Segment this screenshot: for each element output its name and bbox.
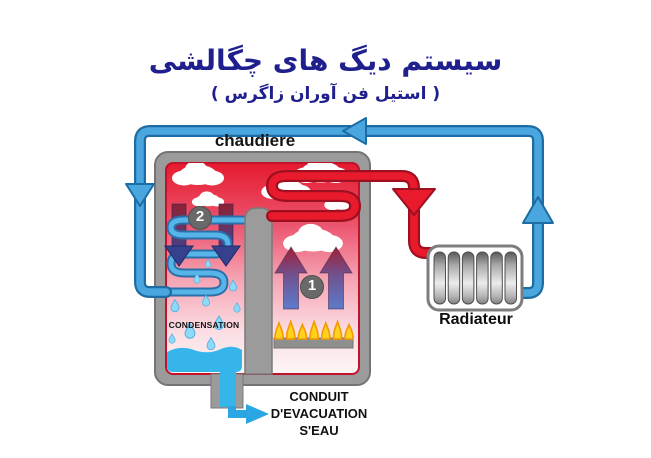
drain-label-line-2: D'EVACUATION xyxy=(270,406,368,421)
boiler-label: chaudiere xyxy=(214,131,296,150)
step-2-badge: 2 xyxy=(188,206,212,230)
title-line-2: ( استیل فن آوران زاگرس ) xyxy=(210,84,441,104)
title-line-1: سیستم دیگ های چگالشی xyxy=(148,44,503,77)
up-arrow xyxy=(522,196,554,224)
down-arrow-heads xyxy=(164,245,241,267)
cold-pipe-arrows xyxy=(125,117,554,224)
water-pool xyxy=(167,346,242,372)
hot-water-pipe xyxy=(266,170,440,259)
step-1-badge: 1 xyxy=(300,275,324,299)
radiator-body xyxy=(426,244,524,312)
radiator-label: Radiateur xyxy=(439,311,513,328)
burner xyxy=(273,320,354,349)
down-arrow xyxy=(125,183,155,207)
left-arrow xyxy=(342,117,367,145)
drain-pipe xyxy=(210,369,244,409)
condenser-coil-cold xyxy=(155,215,251,297)
radiator-fins xyxy=(433,251,517,305)
drain-label-line-1: CONDUIT xyxy=(289,389,349,404)
drain-label-line-3: S'EAU xyxy=(299,423,339,438)
hot-pipe-down-arrow xyxy=(392,188,436,216)
flue-gas-up-arrows xyxy=(274,246,353,310)
condensation-label: CONDENSATION xyxy=(168,320,240,330)
divider-wall xyxy=(244,207,273,375)
cold-water-pipe xyxy=(134,125,544,299)
drain-flow-arrow xyxy=(228,404,269,424)
